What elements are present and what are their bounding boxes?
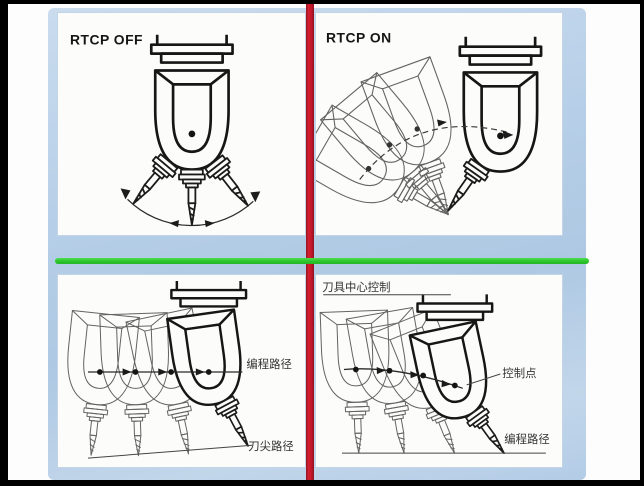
rtcp-off-title: RTCP OFF: [70, 32, 143, 48]
program-path-label: 编程路径: [504, 432, 550, 446]
spindle-head: [149, 33, 234, 171]
pivot-dot: [365, 165, 372, 172]
path-arrow: [195, 368, 205, 376]
rtcp-off-diagram: RTCP OFF: [70, 32, 261, 228]
path-dot: [96, 369, 103, 375]
control-point-label: 控制点: [502, 366, 536, 380]
path-arrow: [410, 371, 420, 379]
arc-arrow-mid: [437, 119, 447, 127]
pivot-dot-current: [497, 132, 504, 140]
control-point-leader-line: [466, 373, 501, 386]
control-dot: [420, 372, 427, 379]
green-divider-line: [55, 258, 589, 264]
path-arrow: [158, 368, 168, 376]
tool-tip-arc: [127, 198, 254, 227]
control-dot: [386, 367, 393, 374]
arc-arrow-left: [120, 188, 131, 200]
rtcp-on-diagram: RTCP ON: [316, 30, 543, 226]
rtcp-off-linear-diagram: 编程路径 刀尖路径: [62, 279, 294, 459]
spindle-head: [166, 279, 260, 453]
control-dot: [352, 366, 359, 373]
arc-arrow-mid-right: [204, 220, 215, 228]
tool-center-control-label: 刀具中心控制: [322, 280, 390, 294]
arc-arrow-mid-left: [169, 220, 180, 228]
arc-arrow-end: [502, 130, 514, 139]
path-dot: [132, 369, 139, 375]
path-dot: [168, 369, 174, 375]
pivot-path-dashed-arc: [359, 126, 511, 180]
rtcp-off-panel: RTCP OFF: [57, 12, 306, 236]
path-arrow: [376, 367, 386, 375]
rtcp-off-linear-panel: 编程路径 刀尖路径: [57, 274, 306, 468]
tool-tip-path-label: 刀尖路径: [248, 439, 294, 453]
path-arrow: [122, 368, 132, 376]
spindle-head: [458, 35, 543, 173]
red-divider-line: [306, 4, 314, 480]
path-arrow: [441, 380, 451, 388]
path-dot: [205, 369, 212, 375]
tool-tip-path-line: [87, 444, 253, 459]
pivot-point-dot: [188, 130, 196, 138]
rtcp-on-linear-diagram: 刀具中心控制 控制点 编程路径: [319, 280, 550, 461]
rtcp-on-linear-panel: 刀具中心控制 控制点 编程路径: [315, 274, 563, 468]
pivot-dot: [386, 142, 393, 148]
control-dot: [451, 382, 458, 389]
program-path-label: 编程路径: [246, 357, 292, 371]
rtcp-on-panel: RTCP ON: [315, 12, 563, 236]
arc-arrow-right: [250, 191, 261, 203]
ghost-head-positions: [316, 56, 465, 226]
rtcp-on-title: RTCP ON: [326, 30, 392, 46]
pivot-dot: [414, 126, 420, 132]
